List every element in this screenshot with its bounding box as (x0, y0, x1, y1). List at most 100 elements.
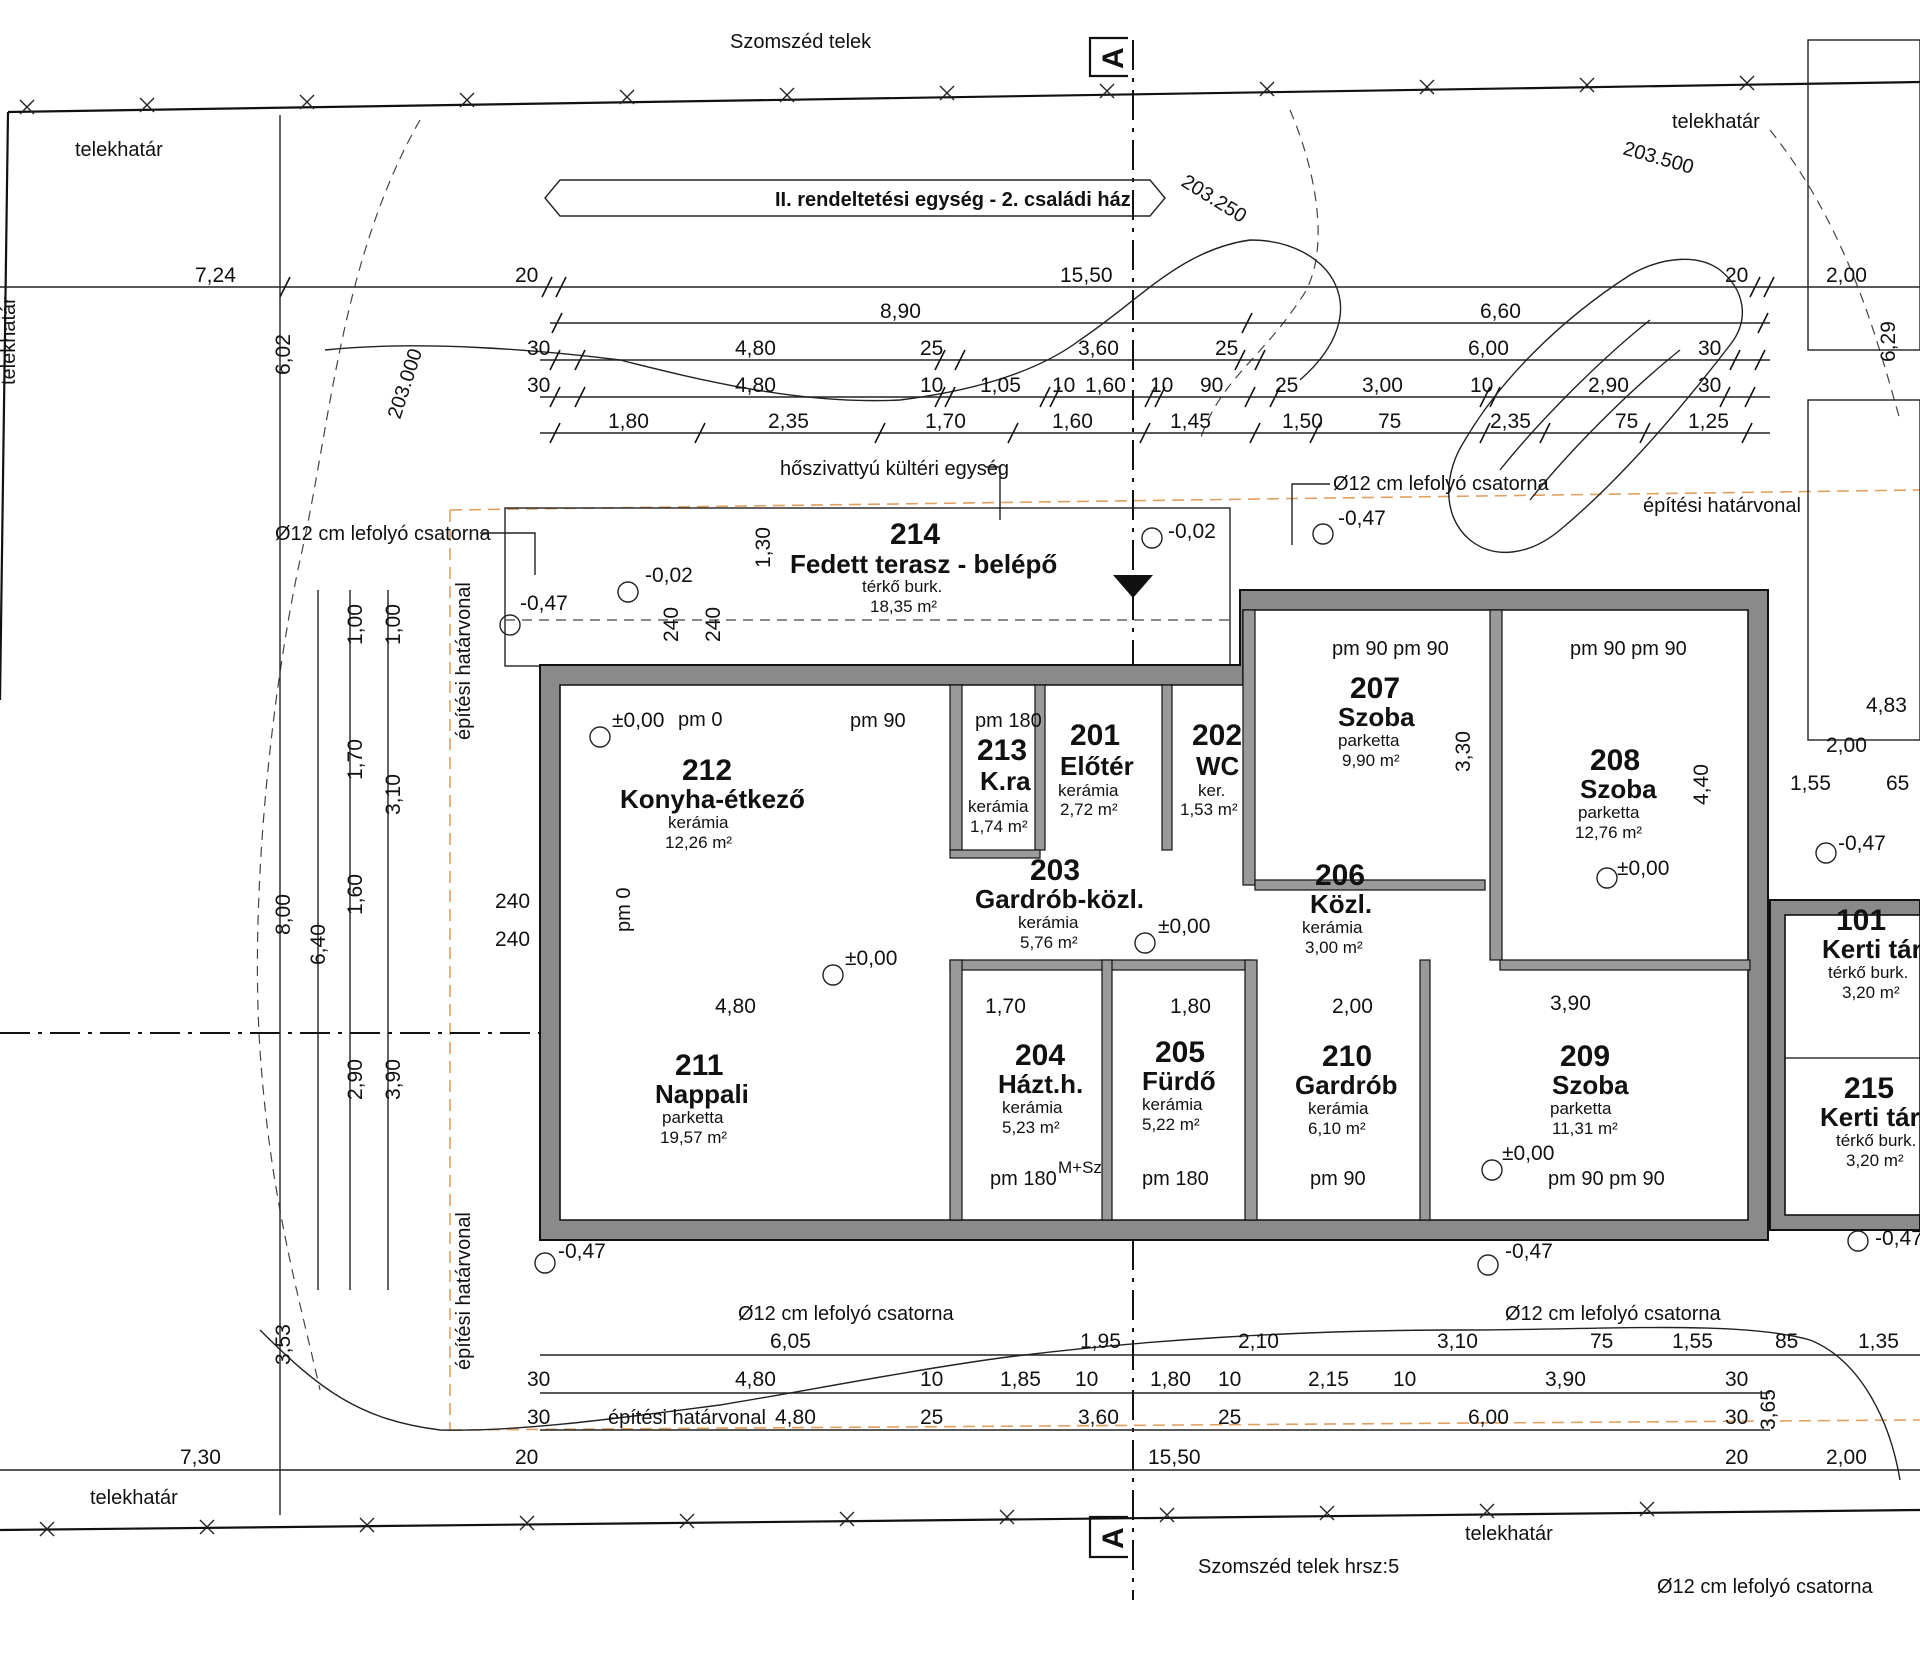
svg-text:ker.: ker. (1198, 781, 1225, 800)
room-204: 204 Házt.h. kerámia 5,23 m² (998, 1039, 1083, 1137)
svg-text:1,35: 1,35 (1858, 1330, 1899, 1353)
building-line (449, 489, 1920, 1431)
svg-text:2,10: 2,10 (1238, 1330, 1279, 1353)
svg-text:-0,47: -0,47 (1838, 832, 1886, 855)
unit-banner: II. rendeltetési egység - 2. családi ház (544, 179, 1166, 217)
svg-text:6,10 m²: 6,10 m² (1308, 1119, 1366, 1138)
svg-text:210: 210 (1322, 1040, 1372, 1073)
room-209: 209 Szoba parketta 11,31 m² (1550, 1040, 1629, 1138)
building-line-label-left-low: építési határvonal (453, 1212, 475, 1370)
svg-text:209: 209 (1560, 1040, 1610, 1073)
boundary-label-bottom-left: telekhatár (90, 1487, 178, 1509)
svg-text:pm 90 pm 90: pm 90 pm 90 (1548, 1168, 1665, 1190)
svg-text:1,60: 1,60 (1052, 410, 1093, 433)
svg-text:211: 211 (675, 1049, 723, 1082)
interior-dimensions: 240 240 240 240 4,80 3,90 1,70 1,80 2,00… (495, 321, 1909, 1430)
svg-text:10: 10 (1470, 374, 1493, 397)
svg-text:hőszivattyú kültéri egység: hőszivattyú kültéri egység (780, 458, 1009, 480)
svg-text:pm 180: pm 180 (990, 1168, 1057, 1190)
svg-text:3,10: 3,10 (1437, 1330, 1478, 1353)
svg-text:20: 20 (515, 1446, 538, 1469)
gutter-label-top-left: Ø12 cm lefolyó csatorna (275, 523, 536, 575)
svg-text:kerámia: kerámia (1002, 1098, 1063, 1117)
svg-text:1,00: 1,00 (382, 604, 405, 645)
svg-text:20: 20 (515, 264, 538, 287)
svg-text:2,35: 2,35 (768, 410, 809, 433)
svg-text:4,83: 4,83 (1866, 694, 1907, 717)
svg-text:±0,00: ±0,00 (1617, 857, 1669, 880)
svg-text:20: 20 (1725, 264, 1748, 287)
svg-text:65: 65 (1886, 772, 1909, 795)
svg-text:Előtér: Előtér (1060, 751, 1134, 781)
room-206: 206 Közl. kerámia 3,00 m² (1302, 859, 1372, 957)
svg-text:2,72 m²: 2,72 m² (1060, 800, 1118, 819)
svg-text:WC: WC (1196, 751, 1240, 781)
svg-text:1,45: 1,45 (1170, 410, 1211, 433)
boundary-label-top-right: telekhatár (1672, 111, 1760, 133)
svg-text:3,53: 3,53 (272, 1324, 295, 1365)
contour-level-label-2: 203.250 (1177, 171, 1250, 228)
svg-text:Nappali: Nappali (655, 1079, 749, 1109)
svg-text:1,85: 1,85 (1000, 1368, 1041, 1391)
svg-text:kerámia: kerámia (1058, 781, 1119, 800)
svg-text:kerámia: kerámia (668, 813, 729, 832)
svg-text:7,30: 7,30 (180, 1446, 221, 1469)
property-boundary (0, 75, 1920, 1537)
svg-text:5,22 m²: 5,22 m² (1142, 1115, 1200, 1134)
svg-text:30: 30 (1725, 1368, 1748, 1391)
svg-text:6,40: 6,40 (307, 924, 330, 965)
svg-text:7,24: 7,24 (195, 264, 236, 287)
svg-text:-0,02: -0,02 (645, 564, 693, 587)
svg-text:25: 25 (1215, 337, 1238, 360)
svg-text:kerámia: kerámia (1308, 1099, 1369, 1118)
svg-text:9,90 m²: 9,90 m² (1342, 751, 1400, 770)
svg-text:Kerti tár.: Kerti tár. (1822, 934, 1920, 964)
svg-text:3,90: 3,90 (1550, 992, 1591, 1015)
svg-text:85: 85 (1775, 1330, 1798, 1353)
svg-text:1,55: 1,55 (1790, 772, 1831, 795)
svg-text:6,00: 6,00 (1468, 1406, 1509, 1429)
svg-text:3,20 m²: 3,20 m² (1846, 1151, 1904, 1170)
svg-text:10: 10 (1393, 1368, 1416, 1391)
svg-text:pm 180: pm 180 (975, 710, 1042, 732)
contour-level-label-3: 203.500 (1621, 138, 1697, 179)
svg-text:75: 75 (1590, 1330, 1613, 1353)
neighbor-bottom-label: Szomszéd telek hrsz:5 (1198, 1556, 1399, 1578)
svg-text:Szoba: Szoba (1580, 774, 1657, 804)
room-203: 203 Gardrób-közl. kerámia 5,76 m² (975, 854, 1144, 952)
boundary-label-left: telekhatár (0, 297, 20, 385)
svg-text:±0,00: ±0,00 (1502, 1142, 1554, 1165)
svg-text:18,35 m²: 18,35 m² (870, 597, 937, 616)
svg-text:1,25: 1,25 (1688, 410, 1729, 433)
neighbor-top-label: Szomszéd telek (730, 31, 872, 53)
svg-text:pm 90 pm 90: pm 90 pm 90 (1570, 638, 1687, 660)
svg-text:205: 205 (1155, 1036, 1205, 1069)
svg-text:6,29: 6,29 (1877, 321, 1900, 362)
door-marks: pm 0 pm 90 pm 180 pm 90 pm 90 pm 90 pm 9… (613, 638, 1687, 1190)
bottom-dimension-chains: 6,05 1,95 2,10 3,10 75 1,55 85 1,35 30 4… (0, 1330, 1920, 1471)
svg-text:10: 10 (1150, 374, 1173, 397)
room-213: 213 K.ra kerámia 1,74 m² (968, 734, 1031, 836)
svg-text:11,31 m²: 11,31 m² (1552, 1119, 1618, 1138)
svg-text:3,90: 3,90 (1545, 1368, 1586, 1391)
section-marker-bottom: A (1088, 1515, 1130, 1559)
svg-text:1,60: 1,60 (1085, 374, 1126, 397)
svg-text:1,05: 1,05 (980, 374, 1021, 397)
svg-text:1,70: 1,70 (925, 410, 966, 433)
svg-text:6,05: 6,05 (770, 1330, 811, 1353)
svg-text:75: 75 (1615, 410, 1638, 433)
room-211: 211 Nappali parketta 19,57 m² (655, 1049, 749, 1147)
svg-text:±0,00: ±0,00 (845, 947, 897, 970)
svg-text:202: 202 (1192, 719, 1242, 752)
svg-text:30: 30 (527, 1368, 550, 1391)
heat-pump-label: hőszivattyú kültéri egység (780, 458, 1009, 520)
svg-text:Ø12 cm lefolyó csatorna: Ø12 cm lefolyó csatorna (1333, 473, 1550, 495)
svg-text:kerámia: kerámia (1142, 1095, 1203, 1114)
svg-text:8,90: 8,90 (880, 300, 921, 323)
svg-text:3,60: 3,60 (1078, 337, 1119, 360)
svg-text:2,90: 2,90 (344, 1059, 367, 1100)
svg-text:pm 90 pm 90: pm 90 pm 90 (1332, 638, 1449, 660)
svg-text:203: 203 (1030, 854, 1080, 887)
svg-text:25: 25 (1218, 1406, 1241, 1429)
svg-text:1,80: 1,80 (1150, 1368, 1191, 1391)
